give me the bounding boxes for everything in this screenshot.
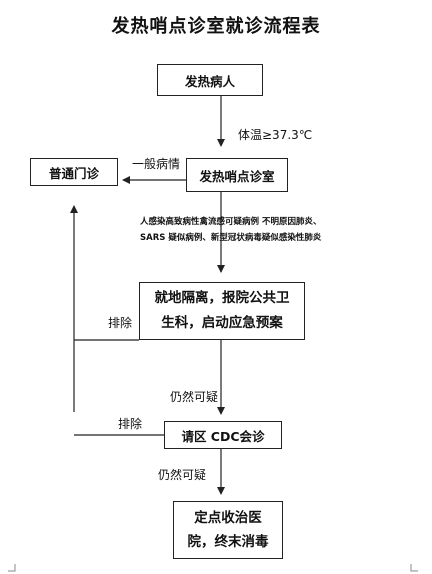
criteria-line-2: SARS 疑似病例、新型冠状病毒疑似感染性肺炎 <box>140 233 322 243</box>
node-fever-clinic-label: 发热哨点诊室 <box>199 168 275 184</box>
node-isolate: 就地隔离，报院公共卫生科，启动应急预案 <box>139 282 305 340</box>
label-general-condition: 一般病情 <box>132 157 181 171</box>
node-fever-patient-label: 发热病人 <box>184 73 235 89</box>
label-temperature: 体温≥37.3℃ <box>238 128 313 142</box>
node-isolate-label: 就地隔离，报院公共卫生科，启动应急预案 <box>154 290 290 331</box>
criteria-line-1: 人感染高致病性禽流感可疑病例 不明原因肺炎、 <box>140 217 322 227</box>
crop-mark-bottom-left <box>8 564 16 572</box>
label-exclude-1: 排除 <box>108 316 133 330</box>
node-designated-hospital: 定点收治医院，终末消毒 <box>173 501 283 559</box>
label-still-suspect-2: 仍然可疑 <box>158 468 207 482</box>
label-still-suspect-1: 仍然可疑 <box>170 390 219 404</box>
node-general-clinic-label: 普通门诊 <box>48 165 99 181</box>
crop-mark-bottom-right <box>410 564 418 572</box>
node-fever-clinic: 发热哨点诊室 <box>186 158 288 192</box>
node-designated-hospital-label: 定点收治医院，终末消毒 <box>187 510 269 550</box>
node-fever-patient: 发热病人 <box>157 64 263 96</box>
node-cdc-consult-label: 请区 CDC会诊 <box>181 428 265 444</box>
node-cdc-consult: 请区 CDC会诊 <box>164 421 282 449</box>
label-exclude-2: 排除 <box>118 417 143 431</box>
node-general-clinic: 普通门诊 <box>30 158 118 186</box>
page-title: 发热哨点诊室就诊流程表 <box>111 16 321 37</box>
